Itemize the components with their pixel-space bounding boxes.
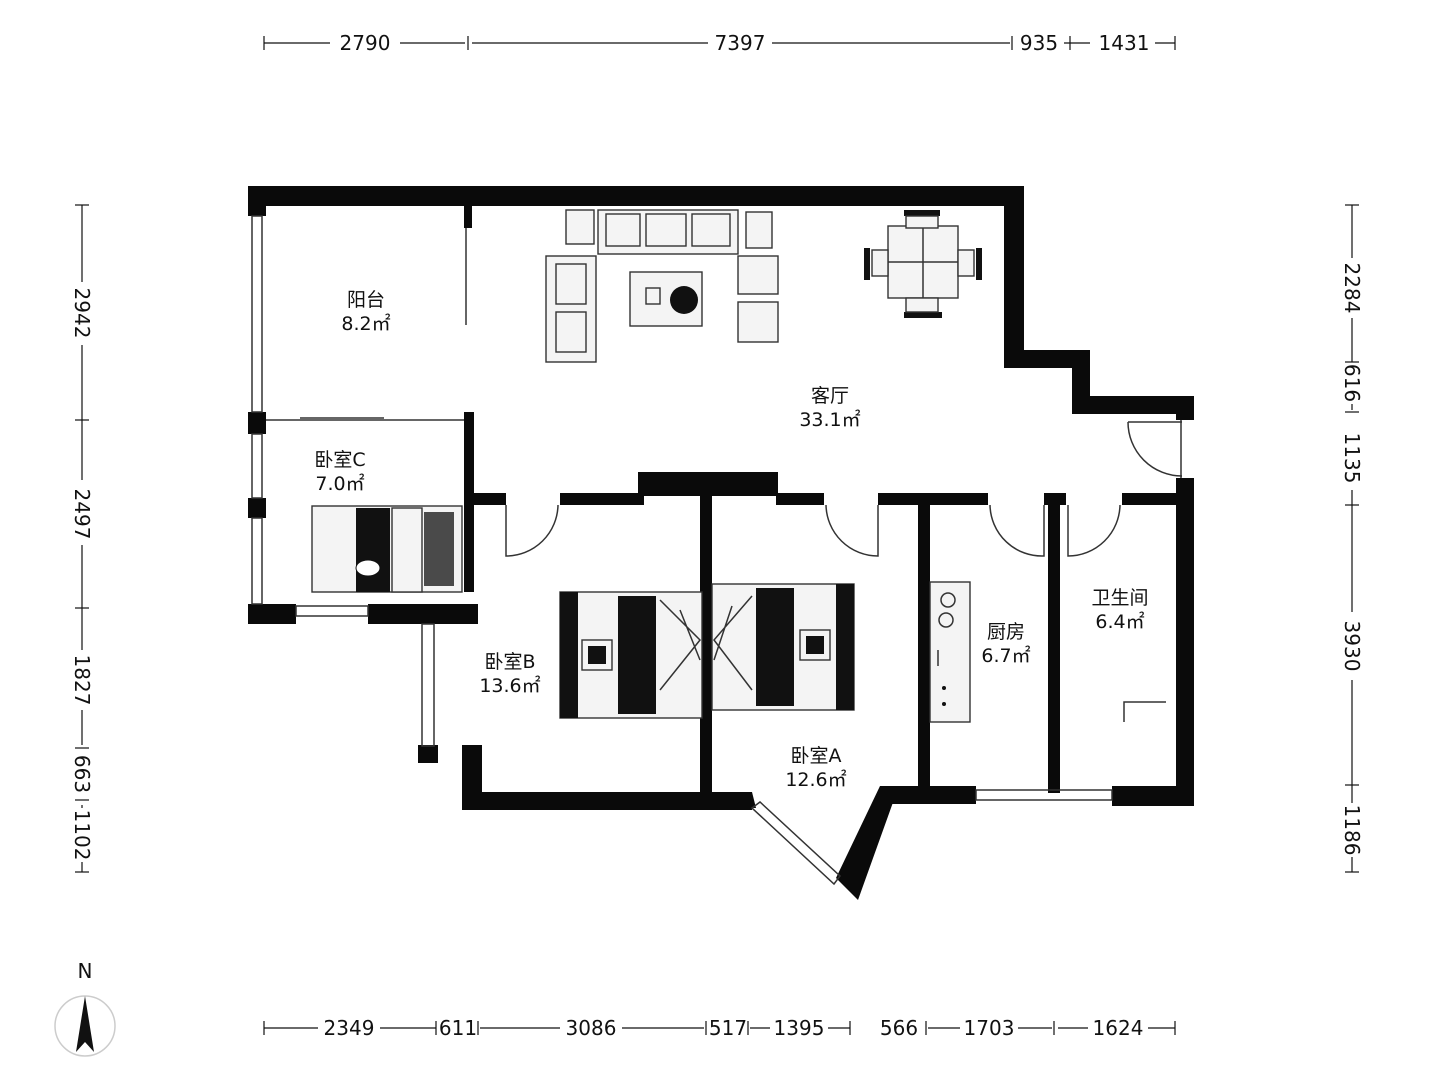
dim-bottom-2: 611 bbox=[439, 1016, 477, 1040]
doors bbox=[505, 421, 1183, 557]
dim-top-1: 2790 bbox=[340, 31, 391, 55]
dim-right-1: 2284 bbox=[1340, 263, 1364, 314]
dim-right-4: 3930 bbox=[1340, 621, 1364, 672]
room-name-bathroom: 卫生间 bbox=[1091, 587, 1148, 609]
dim-left-2: 2497 bbox=[70, 489, 94, 540]
room-area-kitchen: 6.7㎡ bbox=[981, 644, 1030, 667]
dimension-left: 2942 2497 1827 663 1102 bbox=[70, 204, 94, 873]
room-area-balcony: 8.2㎡ bbox=[341, 312, 390, 335]
room-area-living: 33.1㎡ bbox=[799, 408, 860, 431]
bathroom-fixture bbox=[1123, 701, 1166, 722]
room-labels: 阳台 8.2㎡ 客厅 33.1㎡ 卧室C 7.0㎡ 卧室B 13.6㎡ 卧室A … bbox=[314, 289, 1148, 791]
dim-bottom-1: 2349 bbox=[324, 1016, 375, 1040]
dimension-top: 2790 7397 935 1431 bbox=[263, 31, 1176, 55]
dimension-bottom: 2349 611 3086 517 1395 566 1703 1624 bbox=[263, 1016, 1176, 1040]
dim-right-2: 616 bbox=[1340, 364, 1364, 402]
room-name-bedroom-c: 卧室C bbox=[314, 449, 365, 471]
dim-left-4: 663 bbox=[70, 755, 94, 793]
dim-right-3: 1135 bbox=[1340, 433, 1364, 484]
living-room-furniture bbox=[545, 209, 982, 363]
dim-right-5: 1186 bbox=[1340, 805, 1364, 856]
compass: N bbox=[54, 959, 116, 1057]
bedroom-c-bed bbox=[311, 505, 463, 593]
dim-top-3: 935 bbox=[1020, 31, 1058, 55]
dim-left-1: 2942 bbox=[70, 288, 94, 339]
room-area-bedroom-a: 12.6㎡ bbox=[785, 768, 846, 791]
dim-bottom-7: 1703 bbox=[964, 1016, 1015, 1040]
bedroom-a-bed bbox=[711, 583, 855, 711]
kitchen-counter bbox=[929, 581, 971, 723]
room-area-bedroom-c: 7.0㎡ bbox=[315, 472, 364, 495]
dim-bottom-4: 517 bbox=[709, 1016, 747, 1040]
room-area-bathroom: 6.4㎡ bbox=[1095, 610, 1144, 633]
room-area-bedroom-b: 13.6㎡ bbox=[479, 674, 540, 697]
dim-bottom-3: 3086 bbox=[566, 1016, 617, 1040]
dim-left-5: 1102 bbox=[70, 810, 94, 861]
room-name-kitchen: 厨房 bbox=[987, 621, 1025, 643]
dimension-right: 2284 616 1135 3930 1186 bbox=[1340, 204, 1364, 873]
dim-top-2: 7397 bbox=[715, 31, 766, 55]
north-arrow-icon bbox=[76, 996, 94, 1052]
dim-bottom-5: 1395 bbox=[774, 1016, 825, 1040]
bedroom-b-bed bbox=[559, 591, 703, 719]
room-name-living: 客厅 bbox=[811, 385, 849, 407]
room-name-bedroom-b: 卧室B bbox=[484, 651, 535, 673]
walls bbox=[248, 186, 1194, 900]
compass-north-label: N bbox=[78, 959, 93, 983]
room-name-balcony: 阳台 bbox=[347, 289, 385, 311]
dim-left-3: 1827 bbox=[70, 655, 94, 706]
room-name-bedroom-a: 卧室A bbox=[791, 745, 842, 767]
dim-top-4: 1431 bbox=[1099, 31, 1150, 55]
windows bbox=[251, 215, 1182, 886]
dim-bottom-6: 566 bbox=[880, 1016, 918, 1040]
dim-bottom-8: 1624 bbox=[1093, 1016, 1144, 1040]
